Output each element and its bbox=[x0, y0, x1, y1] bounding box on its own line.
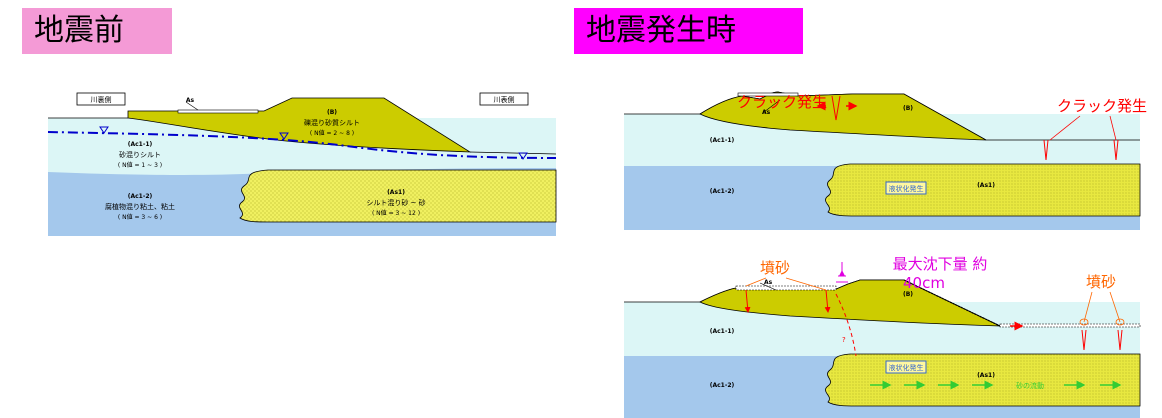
label-riverside-front: 川表側 bbox=[494, 95, 515, 104]
label-max-settlement: 最大沈下量 約 bbox=[893, 255, 988, 273]
svg-text:シルト混り砂 ~ 砂: シルト混り砂 ~ 砂 bbox=[366, 198, 425, 207]
label-crack-right: クラック発生 bbox=[1057, 97, 1147, 115]
svg-text:(Ac1-1): (Ac1-1) bbox=[710, 137, 735, 144]
pavement-as bbox=[177, 109, 259, 114]
svg-text:As: As bbox=[764, 279, 773, 286]
svg-text:(Ac1-2): (Ac1-2) bbox=[710, 188, 735, 195]
label-riverside-back: 川裏側 bbox=[91, 95, 112, 104]
label-sand-boil-right: 墳砂 bbox=[1086, 273, 1116, 291]
layer-as1 bbox=[239, 169, 557, 223]
svg-text:(Ac1-2): (Ac1-2) bbox=[128, 193, 153, 200]
label-box-riverside-front bbox=[479, 92, 529, 106]
label-sand-boil-left: 墳砂 bbox=[760, 259, 790, 277]
panel-before: 川裏側 川表側 As (B) 礫混り砂質シルト ( N値 = 2 ~ 8 ) (… bbox=[47, 92, 557, 236]
svg-text:(Ac1-1): (Ac1-1) bbox=[710, 328, 735, 335]
svg-text:液状化発生: 液状化発生 bbox=[889, 363, 924, 372]
svg-text:( N値 = 3 ~ 12 ): ( N値 = 3 ~ 12 ) bbox=[372, 209, 420, 217]
svg-text:?: ? bbox=[842, 336, 846, 344]
svg-text:(B): (B) bbox=[327, 109, 337, 116]
svg-text:( N値 = 3 ~ 6 ): ( N値 = 3 ~ 6 ) bbox=[118, 213, 162, 221]
header-during-earthquake: 地震発生時 bbox=[574, 8, 803, 54]
groundwater-line bbox=[47, 131, 557, 159]
svg-text:礫混り砂質シルト: 礫混り砂質シルト bbox=[304, 118, 360, 127]
panel-after-crack: As クラック発生 クラック発生 (B) (Ac1-1) (Ac1-2) (As… bbox=[624, 91, 1147, 230]
svg-text:(Ac1-2): (Ac1-2) bbox=[710, 382, 735, 389]
svg-text:腐植物混り粘土、粘土: 腐植物混り粘土、粘土 bbox=[105, 202, 175, 211]
header-before-earthquake: 地震前 bbox=[22, 8, 172, 54]
svg-text:砂混りシルト: 砂混りシルト bbox=[119, 150, 161, 159]
panel-after-settlement: As 墳砂 墳砂 最大沈下量 約 40cm ? (B) (Ac1-1) (Ac1… bbox=[624, 255, 1141, 418]
label-crack-left: クラック発生 bbox=[737, 93, 827, 111]
water-level-marker bbox=[99, 126, 109, 134]
svg-text:As: As bbox=[762, 109, 771, 116]
svg-text:(Ac1-1): (Ac1-1) bbox=[128, 141, 153, 148]
svg-text:(B): (B) bbox=[903, 291, 913, 298]
svg-text:( N値 = 1 ~ 3 ): ( N値 = 1 ~ 3 ) bbox=[118, 161, 162, 169]
crack-mark bbox=[831, 95, 841, 121]
label-box-riverside-back bbox=[76, 92, 126, 106]
slip-line bbox=[835, 293, 857, 357]
label-as: As bbox=[186, 97, 195, 104]
svg-text:液状化発生: 液状化発生 bbox=[889, 184, 924, 193]
svg-text:(As1): (As1) bbox=[977, 182, 995, 189]
liquefaction-box bbox=[885, 181, 927, 195]
svg-text:(As1): (As1) bbox=[387, 189, 405, 196]
label-sand-flow: 砂の流動 bbox=[1016, 381, 1044, 390]
svg-text:(As1): (As1) bbox=[977, 372, 995, 379]
svg-text:(B): (B) bbox=[903, 105, 913, 112]
svg-text:( N値 = 2 ~ 8 ): ( N値 = 2 ~ 8 ) bbox=[310, 129, 354, 137]
liquefaction-box bbox=[885, 360, 927, 374]
sand-boil-surface-left bbox=[735, 285, 837, 291]
label-settlement-value: 40cm bbox=[903, 274, 945, 292]
sand-boil-surface-right bbox=[999, 323, 1141, 328]
